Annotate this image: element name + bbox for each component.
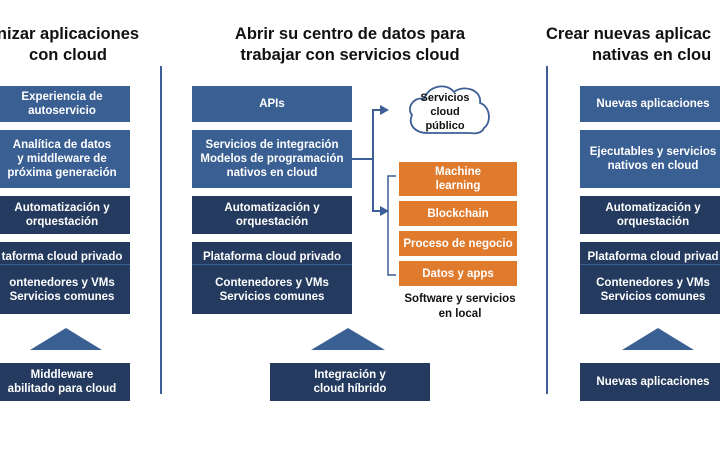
left-bottom-box: Middleware abilitado para cloud	[0, 363, 130, 401]
left-box-private-cloud: taforma cloud privado	[0, 242, 130, 314]
left-up-triangle	[30, 328, 102, 350]
box-line: Automatización y	[605, 202, 701, 214]
box-line: APIs	[259, 98, 285, 110]
box-line: Modelos de programación	[200, 153, 344, 165]
box-line: Proceso de negocio	[403, 237, 513, 250]
middle-box-integration-services: Servicios de integración Modelos de prog…	[192, 130, 352, 188]
heading-line: nativas en clou	[592, 46, 712, 64]
middle-box-containers: Contenedores y VMs Servicios comunes	[192, 270, 352, 310]
middle-box-automation: Automatización y orquestación	[192, 196, 352, 234]
middle-up-triangle	[311, 328, 385, 350]
arrow-head-cloud	[380, 105, 389, 115]
column-divider-left	[160, 66, 162, 394]
local-label-line: en local	[438, 308, 482, 320]
box-line: Integración y	[314, 369, 386, 381]
box-line: Servicios de integración	[205, 139, 339, 151]
box-line: Nuevas aplicaciones	[596, 376, 710, 388]
heading-line: con cloud	[29, 46, 107, 64]
column-divider-right	[546, 66, 548, 394]
left-divider-line	[0, 264, 130, 265]
arrow-head-local	[380, 206, 389, 216]
middle-box-private-cloud: Plataforma cloud privado	[192, 242, 352, 314]
heading-line: Crear nuevas aplicac	[546, 25, 712, 43]
middle-divider-line	[192, 264, 352, 265]
heading-line: trabajar con servicios cloud	[240, 46, 460, 64]
right-divider-line	[580, 264, 720, 265]
local-bracket	[387, 175, 396, 276]
box-line: nativos en cloud	[226, 167, 318, 179]
box-line: orquestación	[235, 216, 309, 228]
box-line: Datos y apps	[422, 267, 494, 280]
box-line: Automatización y	[14, 202, 110, 214]
cloud-label-line: Servicios	[420, 92, 470, 104]
right-column-heading: Crear nuevas aplicac nativas en clou	[546, 24, 720, 66]
local-item-data-apps: Datos y apps	[399, 261, 517, 286]
box-line: Servicios comunes	[9, 291, 115, 303]
box-line: próxima generación	[7, 167, 117, 179]
left-box-containers: ontenedores y VMs Servicios comunes	[0, 270, 130, 310]
box-line: abilitado para cloud	[7, 383, 117, 395]
heading-line: Abrir su centro de datos para	[234, 25, 466, 43]
cloud-icon	[409, 85, 490, 135]
right-bottom-box: Nuevas aplicaciones	[580, 363, 720, 401]
arrow-to-local-line	[352, 158, 382, 212]
middle-column-heading: Abrir su centro de datos para trabajar c…	[200, 24, 500, 66]
heading-line: nizar aplicaciones	[0, 25, 140, 43]
local-item-business-process: Proceso de negocio	[399, 231, 517, 256]
box-line: y middleware de	[17, 153, 107, 165]
box-line: cloud híbrido	[313, 383, 387, 395]
left-box-analytics: Analítica de datos y middleware de próxi…	[0, 130, 130, 188]
box-line: Nuevas aplicaciones	[596, 98, 710, 110]
right-box-runtimes: Ejecutables y servicios nativos en cloud	[580, 130, 720, 188]
box-line: Plataforma cloud privad	[587, 251, 719, 263]
right-up-triangle	[622, 328, 694, 350]
right-box-automation: Automatización y orquestación	[580, 196, 720, 234]
box-line: Ejecutables y servicios	[589, 146, 717, 158]
cloud-label-line: cloud	[430, 106, 460, 118]
left-column-heading: nizar aplicaciones con cloud	[0, 24, 158, 66]
local-item-machine-learning: Machine learning	[399, 162, 517, 196]
local-item-blockchain: Blockchain	[399, 201, 517, 226]
box-line: Experiencia de	[21, 91, 103, 103]
box-line: taforma cloud privado	[1, 251, 123, 263]
local-software-label: Software y servicios en local	[380, 292, 540, 322]
box-line: Contenedores y VMs	[215, 277, 329, 289]
right-box-private-cloud: Plataforma cloud privad	[580, 242, 720, 314]
local-label-line: Software y servicios	[404, 293, 516, 305]
box-line: autoservicio	[28, 105, 96, 117]
left-box-self-service: Experiencia de autoservicio	[0, 86, 130, 122]
box-line: orquestación	[616, 216, 690, 228]
box-line: ontenedores y VMs	[9, 277, 115, 289]
box-line: nativos en cloud	[607, 160, 699, 172]
arrow-to-cloud-line	[352, 109, 382, 160]
box-line: Servicios comunes	[219, 291, 325, 303]
box-line: orquestación	[25, 216, 99, 228]
box-line: Blockchain	[427, 207, 489, 220]
box-line: Automatización y	[224, 202, 320, 214]
box-line: Contenedores y VMs	[596, 277, 710, 289]
cloud-label-line: público	[425, 120, 465, 132]
box-line: Middleware	[30, 369, 94, 381]
left-box-automation: Automatización y orquestación	[0, 196, 130, 234]
right-box-containers: Contenedores y VMs Servicios comunes	[580, 270, 720, 310]
cloud-public-label: Servicios cloud público	[410, 91, 480, 133]
box-line: Analítica de datos	[12, 139, 112, 151]
right-box-new-apps: Nuevas aplicaciones	[580, 86, 720, 122]
middle-bottom-box: Integración y cloud híbrido	[270, 363, 430, 401]
box-line: Machine learning	[434, 166, 481, 192]
box-line: Servicios comunes	[600, 291, 706, 303]
box-line: Plataforma cloud privado	[202, 251, 342, 263]
middle-box-apis: APIs	[192, 86, 352, 122]
